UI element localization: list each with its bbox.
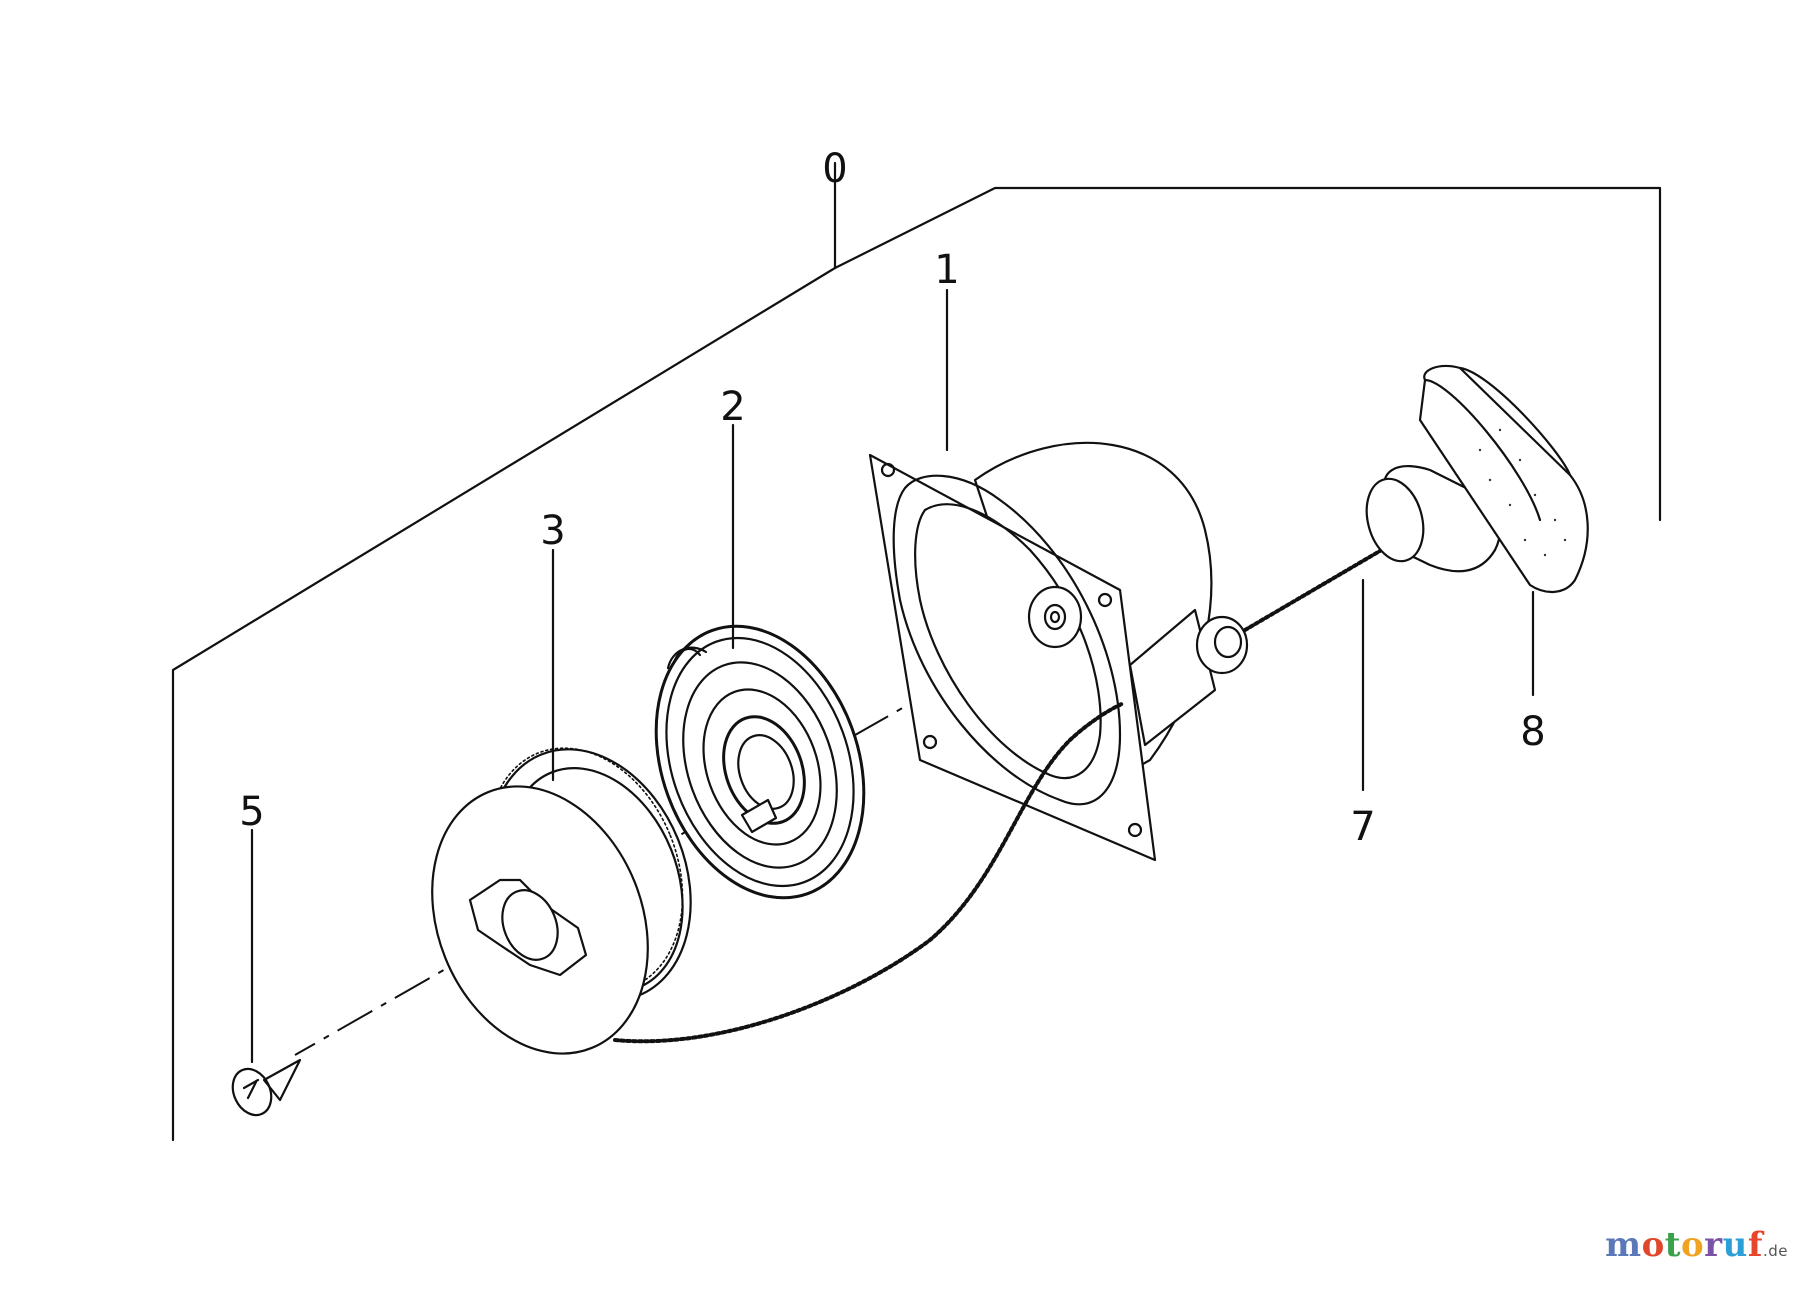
motoruf-logo: motoruf.de <box>1605 1225 1788 1265</box>
leader-lines <box>250 288 1535 1064</box>
logo-letter: f <box>1747 1225 1763 1265</box>
starter-housing <box>868 441 1249 862</box>
callout-5: 5 <box>239 789 264 835</box>
logo-letter: t <box>1664 1225 1681 1265</box>
recoil-spring <box>654 624 866 900</box>
logo-letter: u <box>1722 1225 1748 1265</box>
callout-0: 0 <box>822 146 847 192</box>
callout-1: 1 <box>934 247 959 293</box>
logo-suffix: .de <box>1762 1242 1788 1260</box>
starter-handle <box>1365 364 1589 593</box>
logo-letter: o <box>1680 1225 1705 1265</box>
logo-letter: r <box>1704 1225 1723 1265</box>
callout-7: 7 <box>1350 804 1375 850</box>
callout-2: 2 <box>720 384 745 430</box>
callout-8: 8 <box>1520 709 1545 755</box>
starter-rope <box>613 546 1387 1044</box>
logo-letter: o <box>1641 1225 1665 1265</box>
screw <box>231 1058 302 1117</box>
logo-letter: m <box>1605 1225 1642 1265</box>
assembly-bracket <box>171 161 1662 1142</box>
rope-pulley <box>431 747 692 1055</box>
callout-3: 3 <box>540 508 565 554</box>
